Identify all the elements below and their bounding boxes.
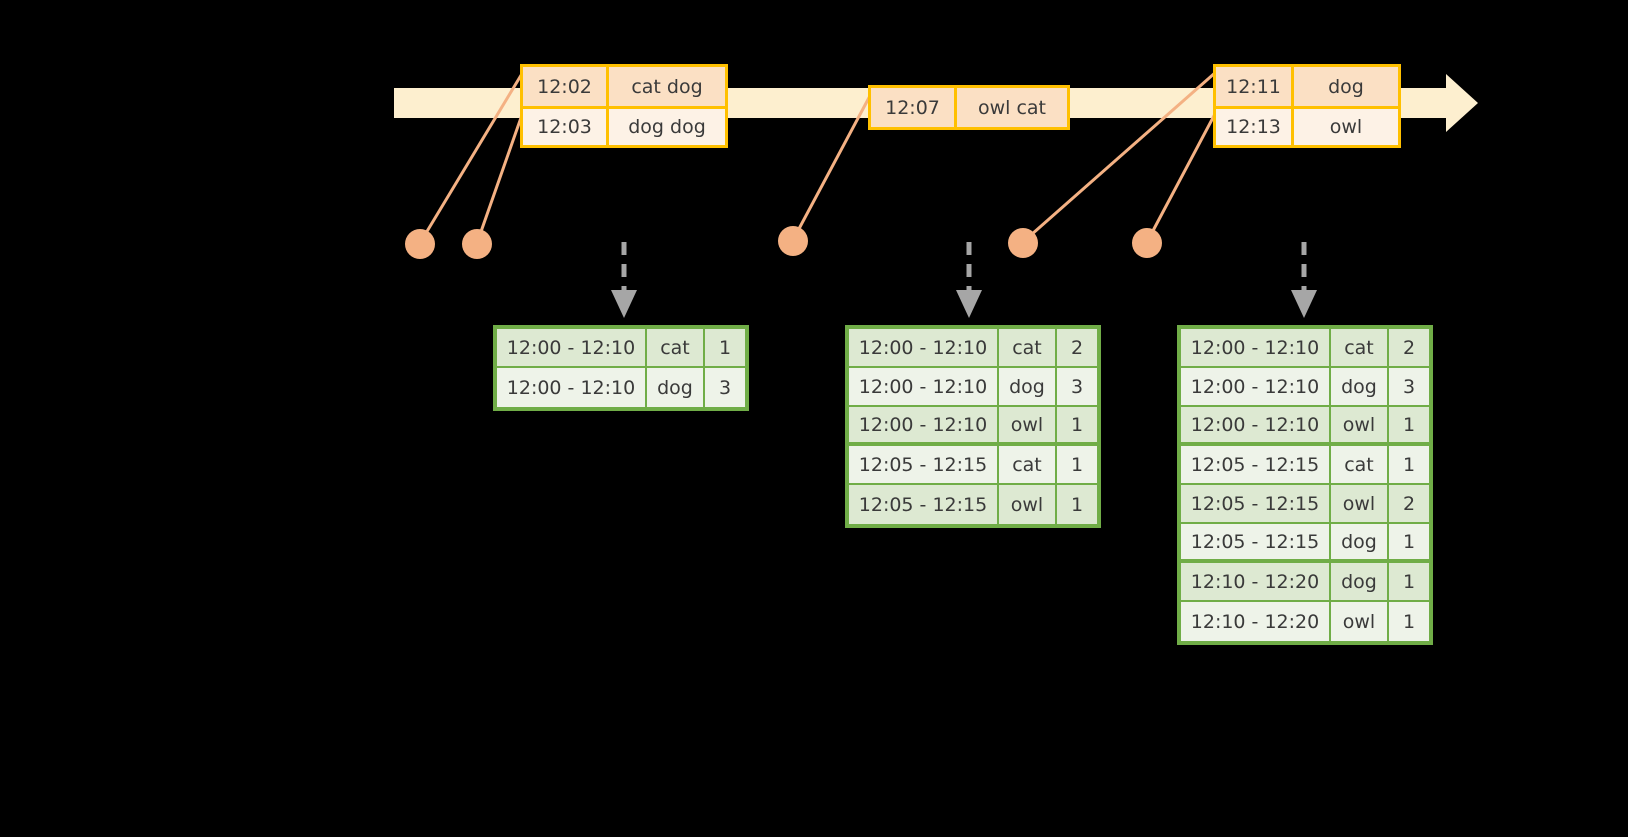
word-cell: dog <box>999 368 1057 405</box>
count-cell: 3 <box>1070 375 1084 398</box>
count-cell: 1 <box>1402 413 1416 436</box>
down-arrow-icon-3 <box>1290 242 1318 320</box>
word-cell: owl <box>999 407 1057 442</box>
count-cell: 1 <box>1070 493 1084 516</box>
event-row: 12:07 owl cat <box>871 88 1067 127</box>
window-cell: 12:10 - 12:20 <box>1181 563 1331 600</box>
count-cell: 1 <box>1070 413 1084 436</box>
count-cell: 3 <box>718 376 732 399</box>
word-cell: cat <box>647 329 705 366</box>
count-cell: 3 <box>1402 375 1416 398</box>
word-cell: owl <box>1331 407 1389 442</box>
word-cell: owl <box>1331 602 1389 641</box>
window-cell: 12:05 - 12:15 <box>1181 485 1331 522</box>
word-cell: owl <box>999 485 1057 524</box>
event-payload: owl cat <box>977 96 1047 119</box>
down-arrow-icon-1 <box>610 242 638 320</box>
event-row: 12:11 dog <box>1216 67 1398 106</box>
window-cell: 12:05 - 12:15 <box>849 446 999 483</box>
event-payload: cat dog <box>631 75 703 98</box>
event-row: 12:13 owl <box>1216 106 1398 145</box>
connector-dot-5 <box>1132 228 1162 258</box>
event-time: 12:02 <box>523 67 609 106</box>
window-cell: 12:00 - 12:10 <box>1181 329 1331 366</box>
window-cell: 12:05 - 12:15 <box>849 485 999 524</box>
event-time: 12:13 <box>1216 109 1294 145</box>
event-box-2: 12:07 owl cat <box>868 85 1070 130</box>
count-cell: 2 <box>1402 336 1416 359</box>
window-cell: 12:00 - 12:10 <box>1181 407 1331 442</box>
word-cell: dog <box>1331 368 1389 405</box>
connector-dot-1 <box>405 229 435 259</box>
window-cell: 12:00 - 12:10 <box>1181 368 1331 405</box>
count-cell: 1 <box>1402 530 1416 553</box>
count-cell: 1 <box>718 336 732 359</box>
connector-dot-3 <box>778 226 808 256</box>
connector-line-5 <box>1145 111 1218 243</box>
event-row: 12:03 dog dog <box>523 106 725 145</box>
window-cell: 12:05 - 12:15 <box>1181 446 1331 483</box>
connector-dot-2 <box>462 229 492 259</box>
window-cell: 12:00 - 12:10 <box>849 368 999 405</box>
window-cell: 12:10 - 12:20 <box>1181 602 1331 641</box>
down-arrow-icon-2 <box>955 242 983 320</box>
count-cell: 2 <box>1070 336 1084 359</box>
count-cell: 2 <box>1402 492 1416 515</box>
word-cell: cat <box>999 329 1057 366</box>
word-cell: dog <box>1331 563 1389 600</box>
count-cell: 1 <box>1070 453 1084 476</box>
event-time: 12:07 <box>871 88 957 127</box>
event-row: 12:02 cat dog <box>523 67 725 106</box>
word-cell: owl <box>1331 485 1389 522</box>
window-cell: 12:05 - 12:15 <box>1181 524 1331 559</box>
window-cell: 12:00 - 12:10 <box>849 329 999 366</box>
count-cell: 1 <box>1402 610 1416 633</box>
event-time: 12:03 <box>523 109 609 145</box>
event-payload: dog dog <box>628 116 706 138</box>
word-cell: cat <box>1331 446 1389 483</box>
event-payload: owl <box>1329 116 1363 138</box>
word-cell: cat <box>1331 329 1389 366</box>
window-cell: 12:00 - 12:10 <box>497 329 647 366</box>
word-cell: dog <box>1331 524 1389 559</box>
event-time: 12:11 <box>1216 67 1294 106</box>
connector-line-2 <box>475 111 525 244</box>
count-cell: 1 <box>1402 570 1416 593</box>
event-box-3: 12:11 dog 12:13 owl <box>1213 64 1401 148</box>
connector-dot-4 <box>1008 228 1038 258</box>
event-payload: dog <box>1328 75 1364 98</box>
word-cell: dog <box>647 368 705 407</box>
window-cell: 12:00 - 12:10 <box>849 407 999 442</box>
word-cell: cat <box>999 446 1057 483</box>
event-box-1: 12:02 cat dog 12:03 dog dog <box>520 64 728 148</box>
window-cell: 12:00 - 12:10 <box>497 368 647 407</box>
count-cell: 1 <box>1402 453 1416 476</box>
